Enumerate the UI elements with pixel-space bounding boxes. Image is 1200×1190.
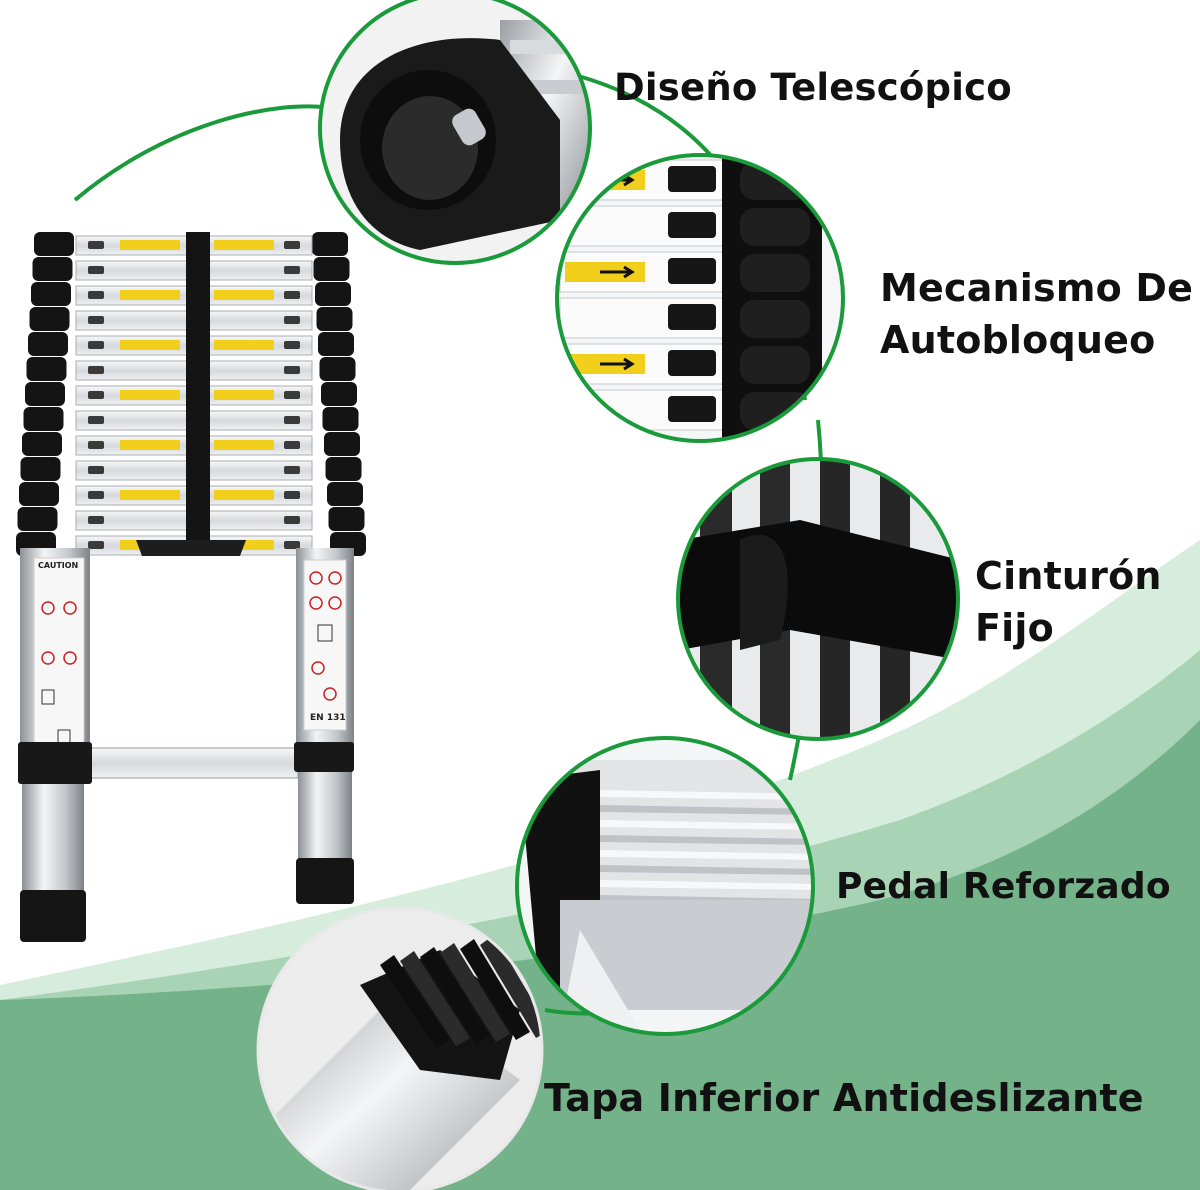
ladder-foot-right	[296, 858, 354, 904]
caution-text: CAUTION	[38, 561, 78, 570]
ladder-bottom-rung	[87, 747, 299, 779]
feature-label-belt-line2: Fijo	[975, 606, 1054, 650]
feature-label-telescopic: Diseño Telescópico	[614, 66, 1012, 109]
feature-label-autolock-line1: Mecanismo De	[880, 266, 1194, 310]
en131-text: EN 131	[310, 713, 346, 723]
feature-label-belt: Cinturón Fijo	[975, 550, 1162, 654]
ladder-side-rails	[16, 232, 366, 556]
safety-pictograms-left	[41, 601, 77, 745]
circle-border-4	[515, 736, 815, 1036]
feature-label-belt-line1: Cinturón	[975, 554, 1162, 598]
circle-border-1	[318, 0, 592, 265]
feature-label-autolock: Mecanismo De Autobloqueo	[880, 262, 1193, 366]
telescopic-ladder: CAUTION EN 131	[16, 232, 366, 942]
feature-label-autolock-line2: Autobloqueo	[880, 318, 1156, 362]
ladder-strap	[186, 232, 210, 544]
ladder-carry-handle	[136, 540, 246, 556]
safety-pictograms-right	[309, 571, 342, 701]
caution-sticker-right	[303, 559, 347, 731]
circle-border-3	[676, 457, 960, 741]
velcro-strap-photo	[678, 459, 958, 739]
feature-label-foot: Tapa Inferior Antideslizante	[544, 1076, 1144, 1120]
rubber-foot-photo	[258, 908, 542, 1190]
ladder-foot-left	[20, 890, 86, 942]
caution-sticker-left	[33, 557, 85, 751]
ribbed-step-photo	[517, 738, 813, 1034]
feature-label-pedal: Pedal Reforzado	[836, 866, 1171, 907]
circle-border-2	[555, 153, 845, 443]
circle-border-5	[256, 906, 544, 1190]
telescopic-joint-photo	[320, 0, 590, 263]
